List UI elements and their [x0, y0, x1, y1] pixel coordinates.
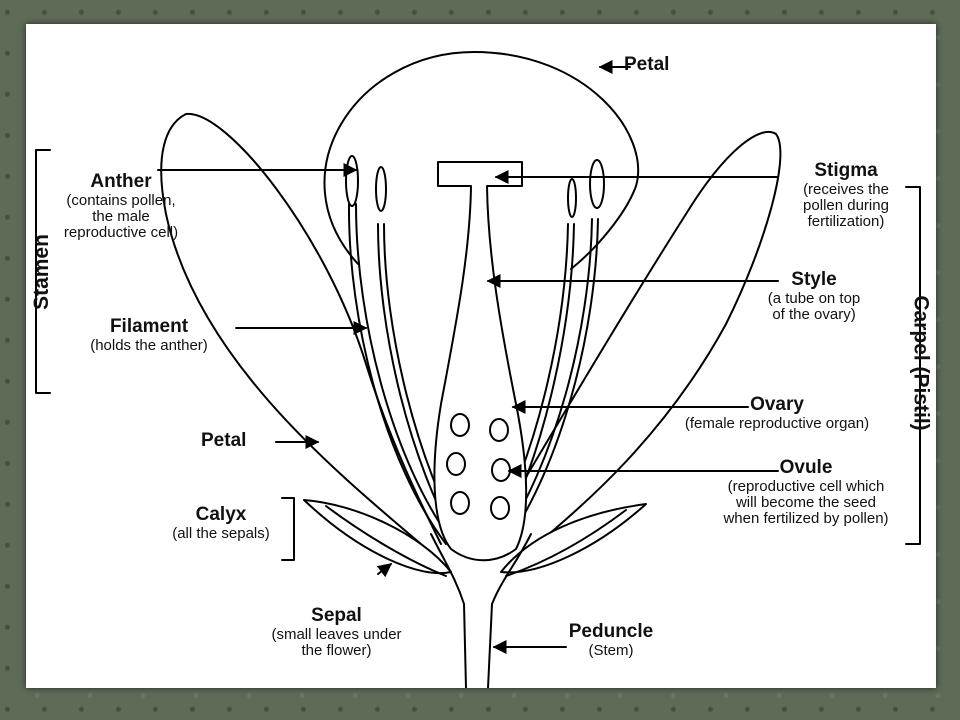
label-anther-title: Anther [90, 171, 152, 192]
label-filament-desc-1: (holds the anther) [90, 336, 208, 354]
diagram-board: Petal Stigma (receives the pollen during… [26, 24, 936, 688]
label-ovule-title: Ovule [779, 457, 833, 478]
anther-left-1 [345, 155, 359, 207]
label-style-desc-2: of the ovary) [772, 305, 856, 323]
label-stigma-desc-3: fertilization) [807, 212, 885, 230]
label-ovule-desc-1: (reproductive cell which [727, 477, 885, 495]
sepal-left-base [325, 505, 447, 577]
sepal-right-base [505, 509, 627, 577]
pistil [433, 161, 528, 562]
ovule-6 [490, 496, 510, 520]
label-ovule-desc-2: will become the seed [735, 493, 877, 511]
label-ovary-desc-1: (female reproductive organ) [684, 414, 870, 432]
label-style-desc-1: (a tube on top [767, 289, 861, 307]
label-style: Style (a tube on top of the ovary) [754, 269, 874, 323]
label-stigma: Stigma (receives the pollen during ferti… [781, 160, 911, 230]
label-petal-top: Petal [624, 54, 670, 75]
label-sepal-desc-1: (small leaves under [271, 625, 402, 643]
ovule-5 [450, 491, 470, 515]
carpel-bracket [905, 186, 921, 545]
ovule-3 [446, 452, 466, 476]
label-stigma-desc-2: pollen during [803, 196, 889, 214]
filament-left-outer [347, 203, 447, 545]
label-calyx-desc-1: (all the sepals) [172, 524, 270, 542]
ovule-4 [491, 458, 511, 482]
label-ovule: Ovule (reproductive cell which will beco… [701, 457, 911, 527]
back-petal [323, 51, 640, 270]
label-ovary: Ovary (female reproductive organ) [662, 394, 892, 432]
receptacle-right [487, 533, 532, 688]
label-sepal: Sepal (small leaves under the flower) [254, 605, 419, 659]
filament-left-inner [355, 203, 455, 545]
label-peduncle-desc-1: (Stem) [588, 641, 634, 659]
label-petal-left: Petal [201, 430, 247, 451]
group-label-stamen: Stamen [29, 234, 53, 310]
group-label-carpel: Carpel (Pistil) [909, 295, 933, 431]
label-calyx: Calyx (all the sepals) [156, 504, 286, 542]
anther-left-2 [375, 166, 387, 212]
label-ovule-desc-3: when fertilized by pollen) [723, 509, 889, 527]
calyx-bracket [281, 497, 295, 561]
label-stigma-title: Stigma [814, 160, 878, 181]
label-filament: Filament (holds the anther) [74, 316, 224, 354]
label-filament-title: Filament [109, 316, 189, 337]
label-anther-desc-1: (contains pollen, [66, 191, 176, 209]
receptacle [430, 533, 467, 688]
label-sepal-desc-2: the flower) [301, 641, 372, 659]
anther-right-2 [589, 159, 605, 209]
label-sepal-title: Sepal [311, 605, 362, 626]
ovule-2 [489, 418, 509, 442]
flower-diagram [35, 51, 921, 688]
sepal-left [303, 499, 452, 575]
label-peduncle: Peduncle (Stem) [556, 621, 666, 659]
anther-right-1 [567, 178, 577, 218]
label-peduncle-title: Peduncle [568, 621, 654, 642]
label-anther: Anther (contains pollen, the male reprod… [46, 171, 196, 241]
label-anther-desc-2: the male [92, 207, 150, 225]
label-calyx-title: Calyx [195, 504, 247, 525]
ovule-1 [450, 413, 470, 437]
stamen-bracket [35, 149, 51, 394]
label-anther-desc-3: reproductive cell) [63, 223, 179, 241]
right-petal [485, 130, 782, 550]
pointer-sepal [376, 563, 393, 578]
label-style-title: Style [791, 269, 837, 290]
label-ovary-title: Ovary [750, 394, 804, 415]
label-stigma-desc-1: (receives the [803, 180, 889, 198]
